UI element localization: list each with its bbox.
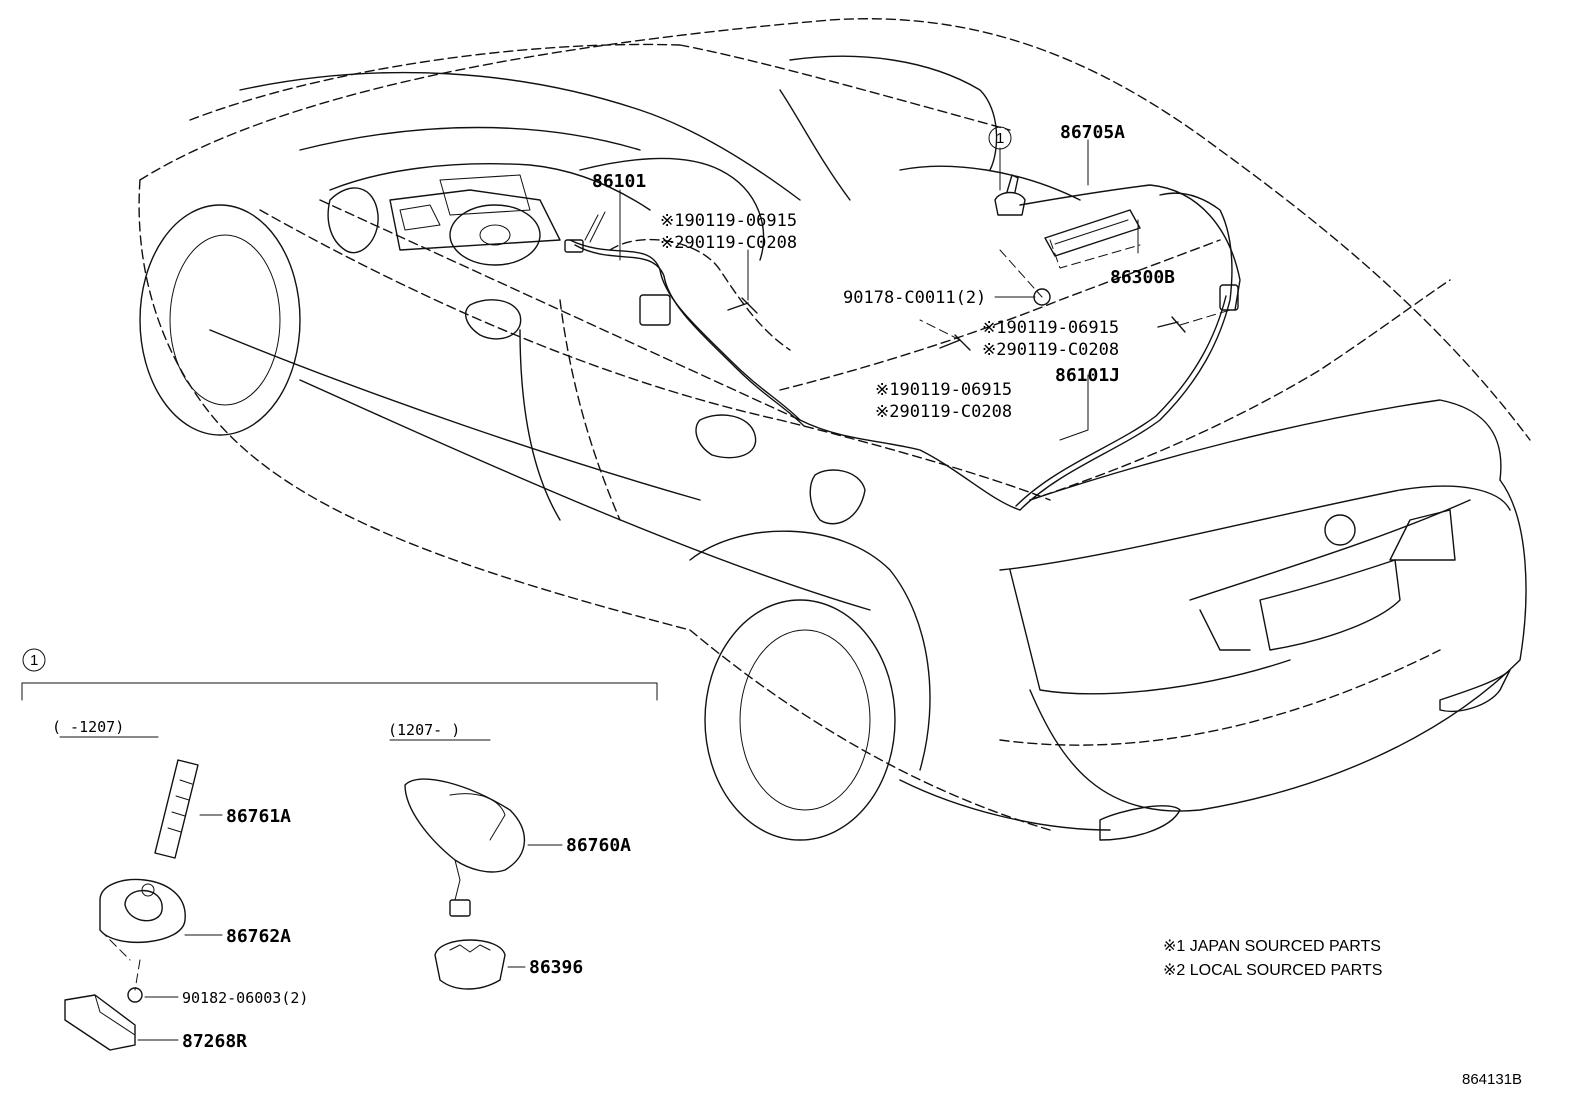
label-bolt-c1: ※190119-06915	[875, 380, 1012, 400]
detail-bracket	[21, 682, 658, 701]
figure-id: 864131B	[1462, 1071, 1522, 1088]
label-86101: 86101	[592, 171, 646, 192]
callout-circle	[988, 126, 1012, 150]
label-bolt-a2: ※290119-C0208	[660, 233, 797, 253]
note-local-sourced: ※2 LOCAL SOURCED PARTS	[1163, 962, 1382, 979]
label-bolt-b1: ※190119-06915	[982, 318, 1119, 338]
label-90182: 90182-06003(2)	[182, 989, 308, 1007]
label-86101J: 86101J	[1055, 365, 1120, 386]
label-bolt-a1: ※190119-06915	[660, 211, 797, 231]
detail-callout-circle	[22, 648, 46, 672]
label-87268R: 87268R	[182, 1031, 247, 1052]
label-86396: 86396	[529, 957, 583, 978]
label-86760A: 86760A	[566, 835, 631, 856]
label-bolt-c2: ※290119-C0208	[875, 402, 1012, 422]
antenna-wiring	[564, 174, 1241, 511]
detail-group: 1 ( -1207) (1207- ) 86761A 86762A 90182-…	[21, 648, 658, 1052]
antenna-rod	[154, 759, 199, 859]
note-japan-sourced: ※1 JAPAN SOURCED PARTS	[1163, 938, 1381, 955]
range-new: (1207- )	[388, 721, 460, 739]
range-old: ( -1207)	[52, 718, 124, 736]
pad-86396	[434, 939, 506, 990]
car-body-illustration	[138, 18, 1531, 841]
callout-number: 1	[996, 130, 1004, 147]
leader-lines	[584, 139, 1139, 441]
nut-90182	[127, 987, 143, 1003]
detail-callout-number: 1	[30, 652, 38, 669]
label-bolt-b2: ※290119-C0208	[982, 340, 1119, 360]
label-86300B: 86300B	[1110, 267, 1175, 288]
label-86762A: 86762A	[226, 926, 291, 947]
label-86761A: 86761A	[226, 806, 291, 827]
shark-fin-antenna	[404, 778, 526, 873]
antenna-base	[99, 878, 186, 943]
label-90178: 90178-C0011(2)	[843, 288, 986, 308]
label-86705A: 86705A	[1060, 122, 1125, 143]
bracket-87268R	[64, 994, 136, 1051]
